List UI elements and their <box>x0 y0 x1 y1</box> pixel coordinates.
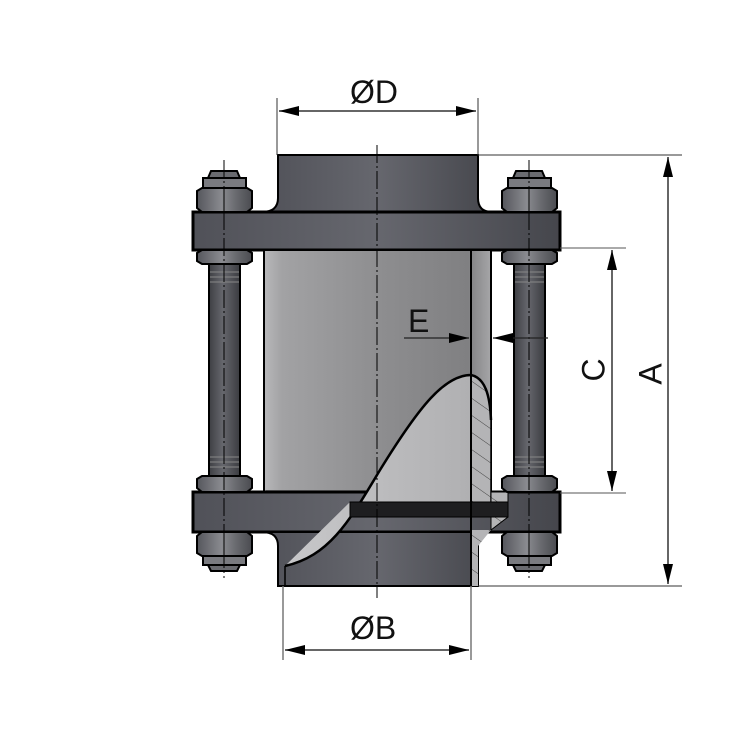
label-diameter-B: ØB <box>350 610 397 646</box>
dimension-E <box>404 325 548 375</box>
dimension-A <box>478 154 682 587</box>
label-E: E <box>408 303 430 339</box>
label-A: A <box>632 363 669 385</box>
label-C: C <box>575 358 612 382</box>
dimension-D <box>276 98 479 155</box>
cutaway-section <box>284 373 509 586</box>
hex-nut-right-under-top <box>501 249 558 265</box>
label-diameter-D: ØD <box>350 74 398 110</box>
dimension-B <box>282 586 472 660</box>
dimension-C <box>560 247 626 494</box>
centerlines <box>223 145 530 598</box>
hex-nut-left-under-top <box>196 249 253 265</box>
